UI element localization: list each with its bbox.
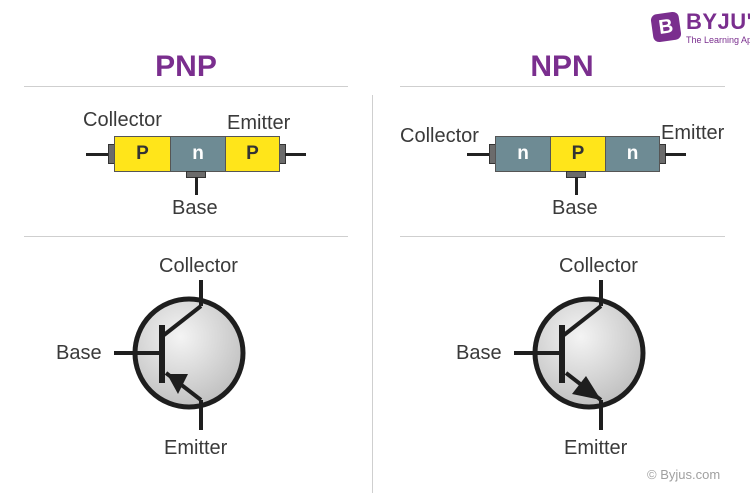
npn-emitter-lead [665,153,686,156]
pnp-structure-collector-label: Collector [83,109,162,131]
npn-structure-emitter-label: Emitter [661,122,725,144]
npn-transistor-symbol [514,280,646,430]
byjus-logo: B BYJU'S The Learning App [650,9,750,45]
pnp-symbol-emitter-label: Emitter [164,437,228,459]
pnp-collector-arm [162,304,203,337]
npn-base-lead [575,177,578,195]
pnp-transistor-symbol [114,280,246,430]
pnp-base-lead [195,177,198,195]
logo-tagline: The Learning App [686,35,750,45]
watermark: © Byjus.com [647,467,721,482]
logo-name: BYJU'S [686,9,750,34]
logo-mark-icon: B [650,11,682,43]
pnp-structure-base-label: Base [172,197,218,219]
npn-region-base: P [550,136,606,172]
pnp-structure-emitter-label: Emitter [227,112,291,134]
npn-symbol-base-label: Base [456,342,502,364]
npn-symbol-emitter-label: Emitter [564,437,628,459]
pnp-symbol-base-label: Base [56,342,102,364]
pnp-title-divider [24,86,348,87]
npn-symbol-collector-label: Collector [559,255,638,277]
pnp-section-divider [24,236,348,237]
npn-emitter-arrow-icon [572,376,601,400]
pnp-structure-block: P n P [114,136,280,172]
pnp-title: PNP [155,50,217,83]
pnp-region-collector: P [114,136,171,172]
npn-section-divider [400,236,725,237]
pnp-emitter-lead [285,153,306,156]
npn-structure-base-label: Base [552,197,598,219]
npn-title: NPN [530,50,594,83]
pnp-region-base: n [170,136,226,172]
pnp-symbol-collector-label: Collector [159,255,238,277]
npn-region-emitter: n [605,136,660,172]
npn-collector-lead [467,153,491,156]
npn-structure-collector-label: Collector [400,125,479,147]
center-divider [372,95,373,493]
npn-collector-arm [562,304,603,337]
pnp-collector-lead [86,153,110,156]
pnp-emitter-arrow-icon [167,374,188,394]
npn-structure-block: n P n [495,136,660,172]
npn-region-collector: n [495,136,551,172]
npn-title-divider [400,86,725,87]
pnp-region-emitter: P [225,136,280,172]
